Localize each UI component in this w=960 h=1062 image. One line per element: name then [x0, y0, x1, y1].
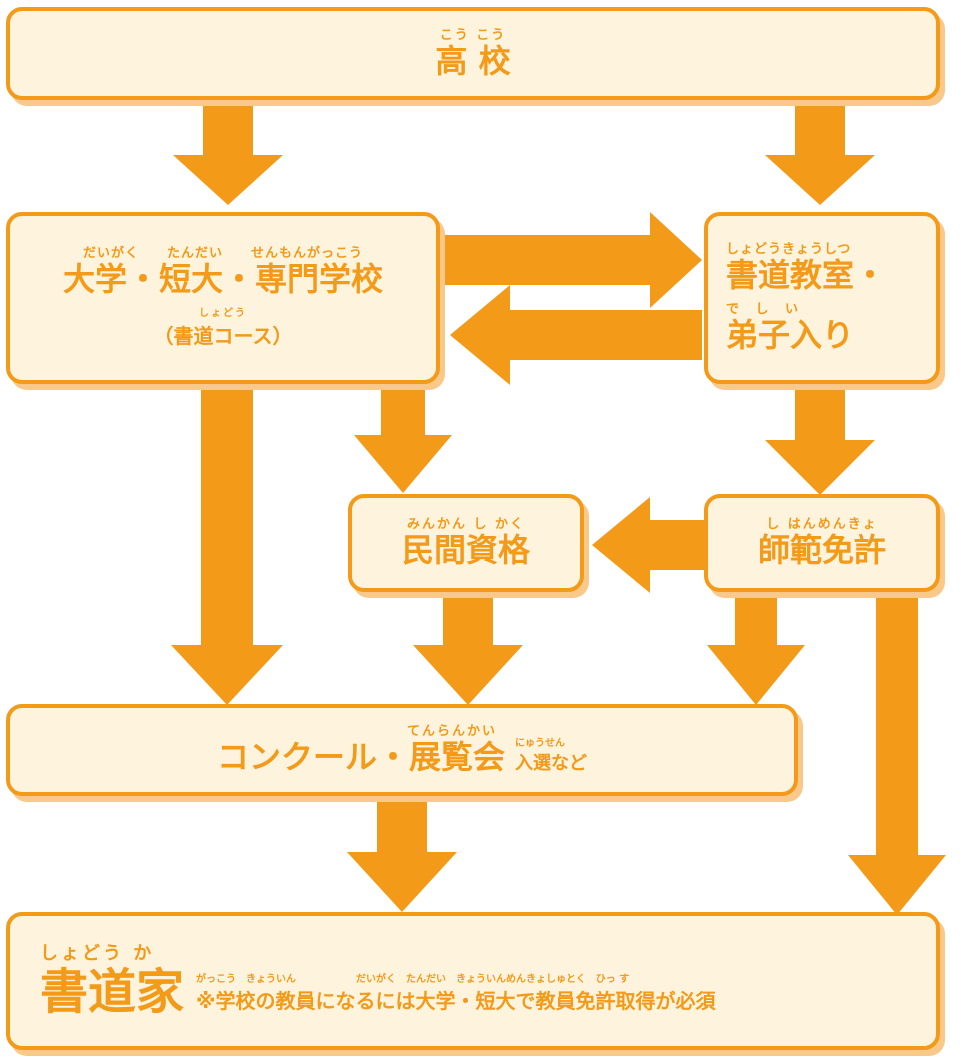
concours-ruby: てんらんかい [406, 724, 497, 740]
concours-note-group: にゅうせん 入選など [515, 734, 587, 775]
arrow-daigaku-to-minkan [354, 385, 452, 493]
minkan-ruby: みんかん し かく [406, 517, 526, 533]
shodouka-ruby: しょどう か [40, 943, 155, 965]
shihan-ruby: し はんめんきょ [766, 517, 878, 533]
minkan-label: 民間資格 [401, 531, 530, 570]
concours-label: コンクール・展覧会 [216, 738, 505, 777]
concours-row: てんらんかい コンクール・展覧会 にゅうせん 入選など [217, 725, 587, 775]
shihan-label: 師範免許 [757, 531, 886, 570]
daigaku-sub: （書道コース） [153, 323, 293, 348]
shodouka-main-group: しょどう か 書道家 [40, 943, 185, 1021]
daigaku-ruby: だいがく たんだい せんもんがっこう [82, 246, 363, 262]
concours-note-ruby: にゅうせん [515, 737, 565, 749]
box-minkan: みんかん し かく 民間資格 [348, 494, 584, 592]
arrow-shihan-to-concours [707, 590, 805, 705]
box-shihan: し はんめんきょ 師範免許 [704, 494, 940, 592]
arrow-koukou-to-daigaku [173, 100, 283, 205]
daigaku-sub-ruby: しょどう [199, 307, 247, 319]
shodouka-note: ※学校の教員になるには大学・短大で教員免許取得が必須 [196, 988, 716, 1013]
concours-main-group: てんらんかい コンクール・展覧会 [217, 725, 505, 775]
arrow-shihan-to-minkan [592, 497, 705, 593]
koukou-label: 高 校 [435, 41, 511, 80]
box-koukou: こう こう 高 校 [6, 7, 940, 100]
arrow-daigaku-to-kyoushitsu [440, 212, 702, 308]
box-shodouka: しょどう か 書道家 がっこう きょういん だいがく たんだい きょういんめんき… [6, 912, 940, 1050]
kyoushitsu-ruby2: で し い [726, 302, 805, 317]
kyoushitsu-ruby1: しょどうきょうしつ [726, 242, 852, 258]
arrow-concours-to-shodouka [347, 795, 457, 912]
arrow-kyoushitsu-to-daigaku [450, 285, 702, 385]
box-daigaku: だいがく たんだい せんもんがっこう 大学・短大・専門学校 しょどう （書道コー… [6, 212, 440, 384]
arrow-daigaku-to-concours [171, 385, 283, 705]
concours-note: 入選など [515, 752, 587, 774]
daigaku-label: 大学・短大・専門学校 [62, 260, 383, 299]
arrow-koukou-to-kyoushitsu [765, 100, 875, 205]
arrow-kyoushitsu-to-shihan [765, 385, 875, 495]
shodouka-note-group: がっこう きょういん だいがく たんだい きょういんめんきょしゅとく ひっ す … [196, 970, 715, 1014]
arrow-minkan-to-concours [413, 593, 523, 705]
arrow-shihan-to-shodouka [848, 590, 946, 915]
koukou-ruby: こう こう [439, 27, 507, 43]
kyoushitsu-label1: 書道教室・ [726, 256, 887, 295]
shodouka-note-ruby: がっこう きょういん だいがく たんだい きょういんめんきょしゅとく ひっ す [196, 973, 630, 985]
kyoushitsu-label2: 弟子入り [726, 316, 855, 354]
shodouka-label: 書道家 [40, 964, 185, 1021]
box-shodou-kyoushitsu: しょどうきょうしつ 書道教室・ で し い 弟子入り [704, 212, 940, 384]
box-concours: てんらんかい コンクール・展覧会 にゅうせん 入選など [6, 704, 798, 796]
shodouka-row: しょどう か 書道家 がっこう きょういん だいがく たんだい きょういんめんき… [40, 943, 715, 1021]
